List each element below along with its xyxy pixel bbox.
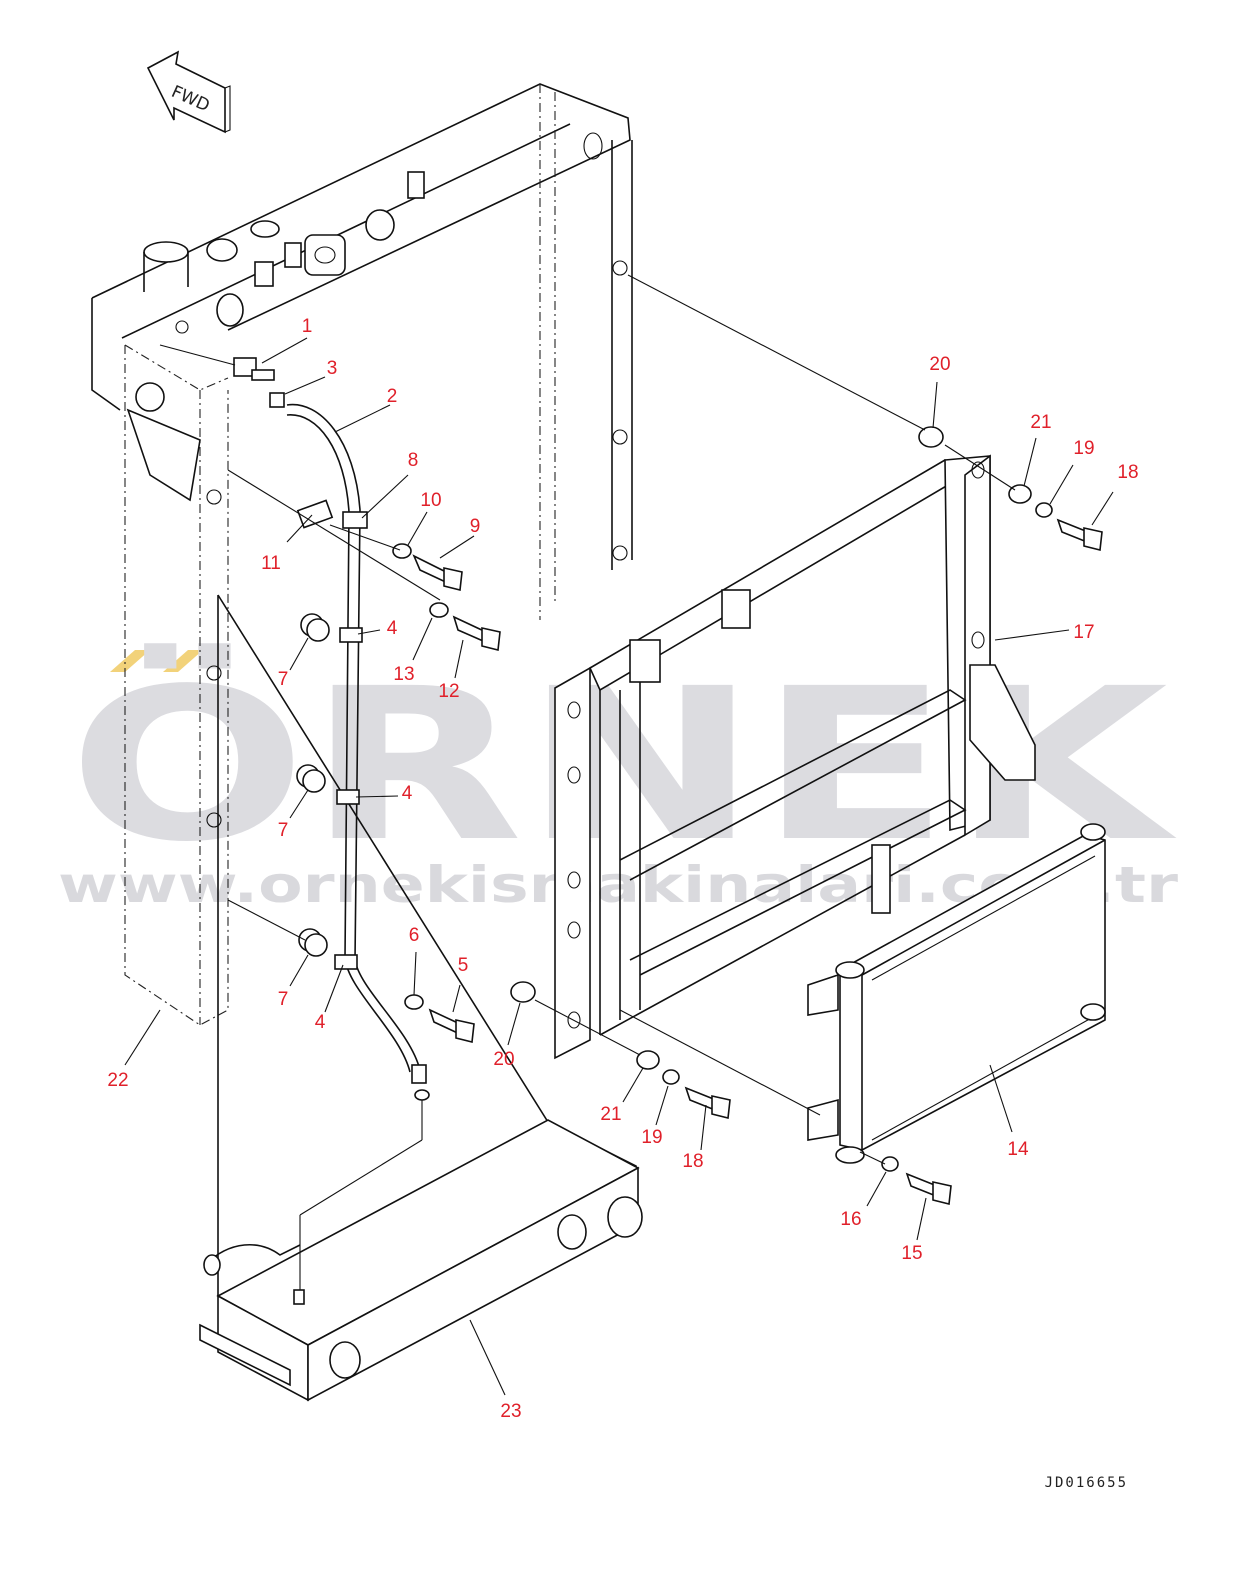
- callout-22: 22: [107, 1070, 128, 1091]
- callout-6: 6: [409, 925, 420, 946]
- callout-7-lower: 7: [278, 989, 289, 1010]
- fwd-direction-arrow: FWD: [146, 50, 231, 134]
- callout-21-lower: 21: [600, 1104, 621, 1125]
- callout-13: 13: [393, 664, 414, 685]
- drawing-code: JD016655: [1045, 1475, 1128, 1491]
- callout-4-upper: 4: [387, 618, 398, 639]
- callout-1: 1: [302, 316, 313, 337]
- oil-cooler: [807, 823, 1106, 1164]
- radiator-frame: [91, 83, 633, 1026]
- callout-20-upper: 20: [929, 354, 950, 375]
- callout-18-upper: 18: [1117, 462, 1138, 483]
- small-parts: [233, 357, 1103, 1205]
- callout-17: 17: [1073, 622, 1094, 643]
- oil-cooler-tank: [199, 594, 643, 1402]
- callout-7-upper: 7: [278, 669, 289, 690]
- callout-11: 11: [261, 553, 281, 574]
- callout-10: 10: [420, 490, 441, 511]
- callout-23: 23: [500, 1401, 521, 1422]
- callout-labels: 1 2 3 4 4 4 5 6 7 7 7 8 9 10 11 12 13 14…: [107, 316, 1138, 1422]
- assembly-lines: [159, 274, 1016, 1165]
- callout-2: 2: [387, 386, 398, 407]
- callout-12: 12: [438, 681, 459, 702]
- callout-19-lower: 19: [641, 1127, 662, 1148]
- leader-lines: [124, 337, 1114, 1396]
- callout-4-lower: 4: [315, 1012, 326, 1033]
- support-frame: [554, 454, 1036, 1060]
- callout-3: 3: [327, 358, 338, 379]
- callout-14: 14: [1007, 1139, 1029, 1160]
- callout-7-middle: 7: [278, 820, 289, 841]
- callout-21-upper: 21: [1030, 412, 1051, 433]
- callout-18-lower: 18: [682, 1151, 703, 1172]
- callout-15: 15: [901, 1243, 922, 1264]
- callout-19-upper: 19: [1073, 438, 1094, 459]
- callout-8: 8: [408, 450, 419, 471]
- callout-20-lower: 20: [493, 1049, 514, 1070]
- hose: [286, 403, 430, 1240]
- callout-9: 9: [470, 516, 481, 537]
- callout-5: 5: [458, 955, 469, 976]
- callout-16: 16: [840, 1209, 861, 1230]
- callout-4-middle: 4: [402, 783, 413, 804]
